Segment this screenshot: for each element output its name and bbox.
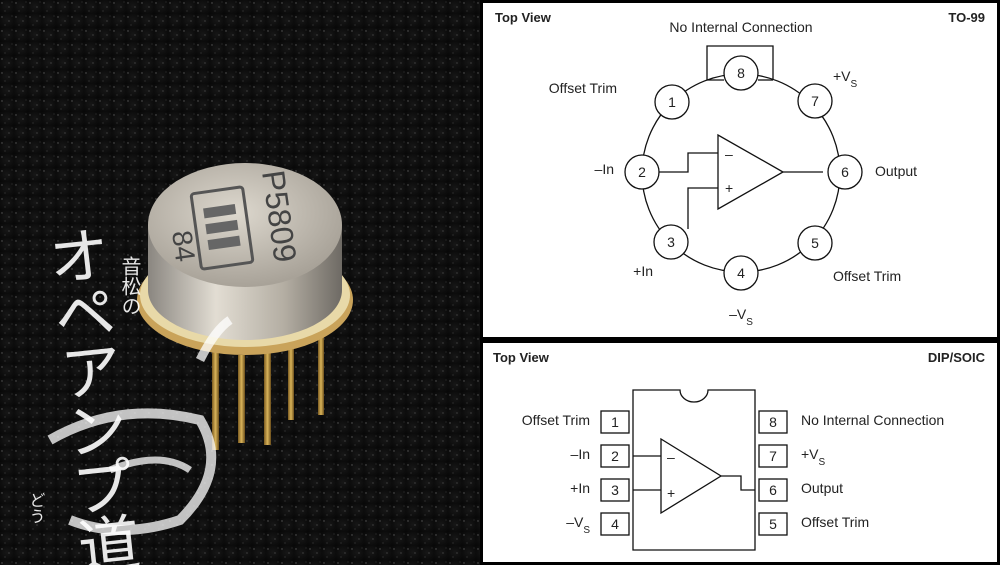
to99-pin-4-number: 4 [737, 265, 745, 281]
dip-pin-8-number: 8 [769, 414, 777, 430]
to99-pin-3-label: +In [633, 263, 653, 279]
can-marking-date: 84 [166, 229, 201, 264]
dip-amp-plus: + [667, 485, 675, 501]
to99-metal-can: P5809 84 [137, 163, 353, 355]
dip-amp-minus: – [667, 449, 675, 465]
dip-pin-4-number: 4 [611, 516, 619, 532]
to99-amp-plus: + [725, 180, 733, 196]
to99-pin-5-label: Offset Trim [833, 268, 901, 284]
to99-opamp-symbol [717, 133, 785, 211]
to99-pin-3-circle [653, 224, 689, 260]
dip-package-label: DIP/SOIC [928, 350, 986, 365]
to99-pin-4-label: –VS [729, 306, 753, 328]
to99-pin-2-circle [624, 154, 660, 190]
to99-pin-8-number: 8 [737, 65, 745, 81]
opamp-photo: P5809 84 オペアンプ道 音松の どう [0, 0, 480, 565]
to99-pin-8-label: No Internal Connection [669, 19, 812, 35]
dip-pin-4-label: –VS [566, 514, 590, 536]
dip-pin-1-box [600, 410, 630, 434]
gold-leads [212, 330, 324, 450]
dip-pin-2-number: 2 [611, 448, 619, 464]
dip-pin-2-box [600, 444, 630, 468]
to99-pin-2-label: –In [595, 161, 614, 177]
to99-pin-7-number: 7 [811, 93, 819, 109]
dip-pin-3-label: +In [570, 480, 590, 496]
to99-pin-7-circle [797, 83, 833, 119]
to99-pin-4-circle [723, 255, 759, 291]
dip-pin-2-label: –In [571, 446, 590, 462]
to99-package-label: TO-99 [948, 10, 985, 25]
to99-pin-6-number: 6 [841, 164, 849, 180]
dip-pin-6-label: Output [801, 480, 843, 496]
dip-pin-5-box [758, 512, 788, 536]
to99-pin-6-circle [827, 154, 863, 190]
to99-pin-1-number: 1 [668, 94, 676, 110]
to99-pin-8-circle [723, 55, 759, 91]
dip-pin-8-label: No Internal Connection [801, 412, 944, 428]
dip-pin-5-number: 5 [769, 516, 777, 532]
dip-pin-3-box [600, 478, 630, 502]
watermark-small: 音松の [118, 256, 142, 316]
to99-pin-1-circle [654, 84, 690, 120]
to99-pin-5-circle [797, 225, 833, 261]
to99-pin-2-number: 2 [638, 164, 646, 180]
to99-amp-minus: – [725, 146, 733, 162]
pin8-nc-bracket [706, 45, 774, 80]
dip-pin-1-label: Offset Trim [522, 412, 590, 428]
dip-pin-7-number: 7 [769, 448, 777, 464]
watermark-reading: どう [27, 492, 46, 524]
to99-pin-3-number: 3 [667, 234, 675, 250]
to99-pin-5-number: 5 [811, 235, 819, 251]
to99-pin-7-label: +VS [833, 68, 858, 90]
dip-pin-8-box [758, 410, 788, 434]
dip-pin-3-number: 3 [611, 482, 619, 498]
dip-pin-6-number: 6 [769, 482, 777, 498]
to99-pin-6-label: Output [875, 163, 917, 179]
dip-pin-4-box [600, 512, 630, 536]
dip-pin-1-number: 1 [611, 414, 619, 430]
dip-pin-7-label: +VS [801, 446, 826, 468]
to99-view-label: Top View [495, 10, 552, 25]
dip-pin-6-box [758, 478, 788, 502]
dip-view-label: Top View [493, 350, 550, 365]
to99-pin-1-label: Offset Trim [549, 80, 617, 96]
dip-opamp-symbol [660, 437, 723, 515]
dip-pin-7-box [758, 444, 788, 468]
dip-pin-5-label: Offset Trim [801, 514, 869, 530]
